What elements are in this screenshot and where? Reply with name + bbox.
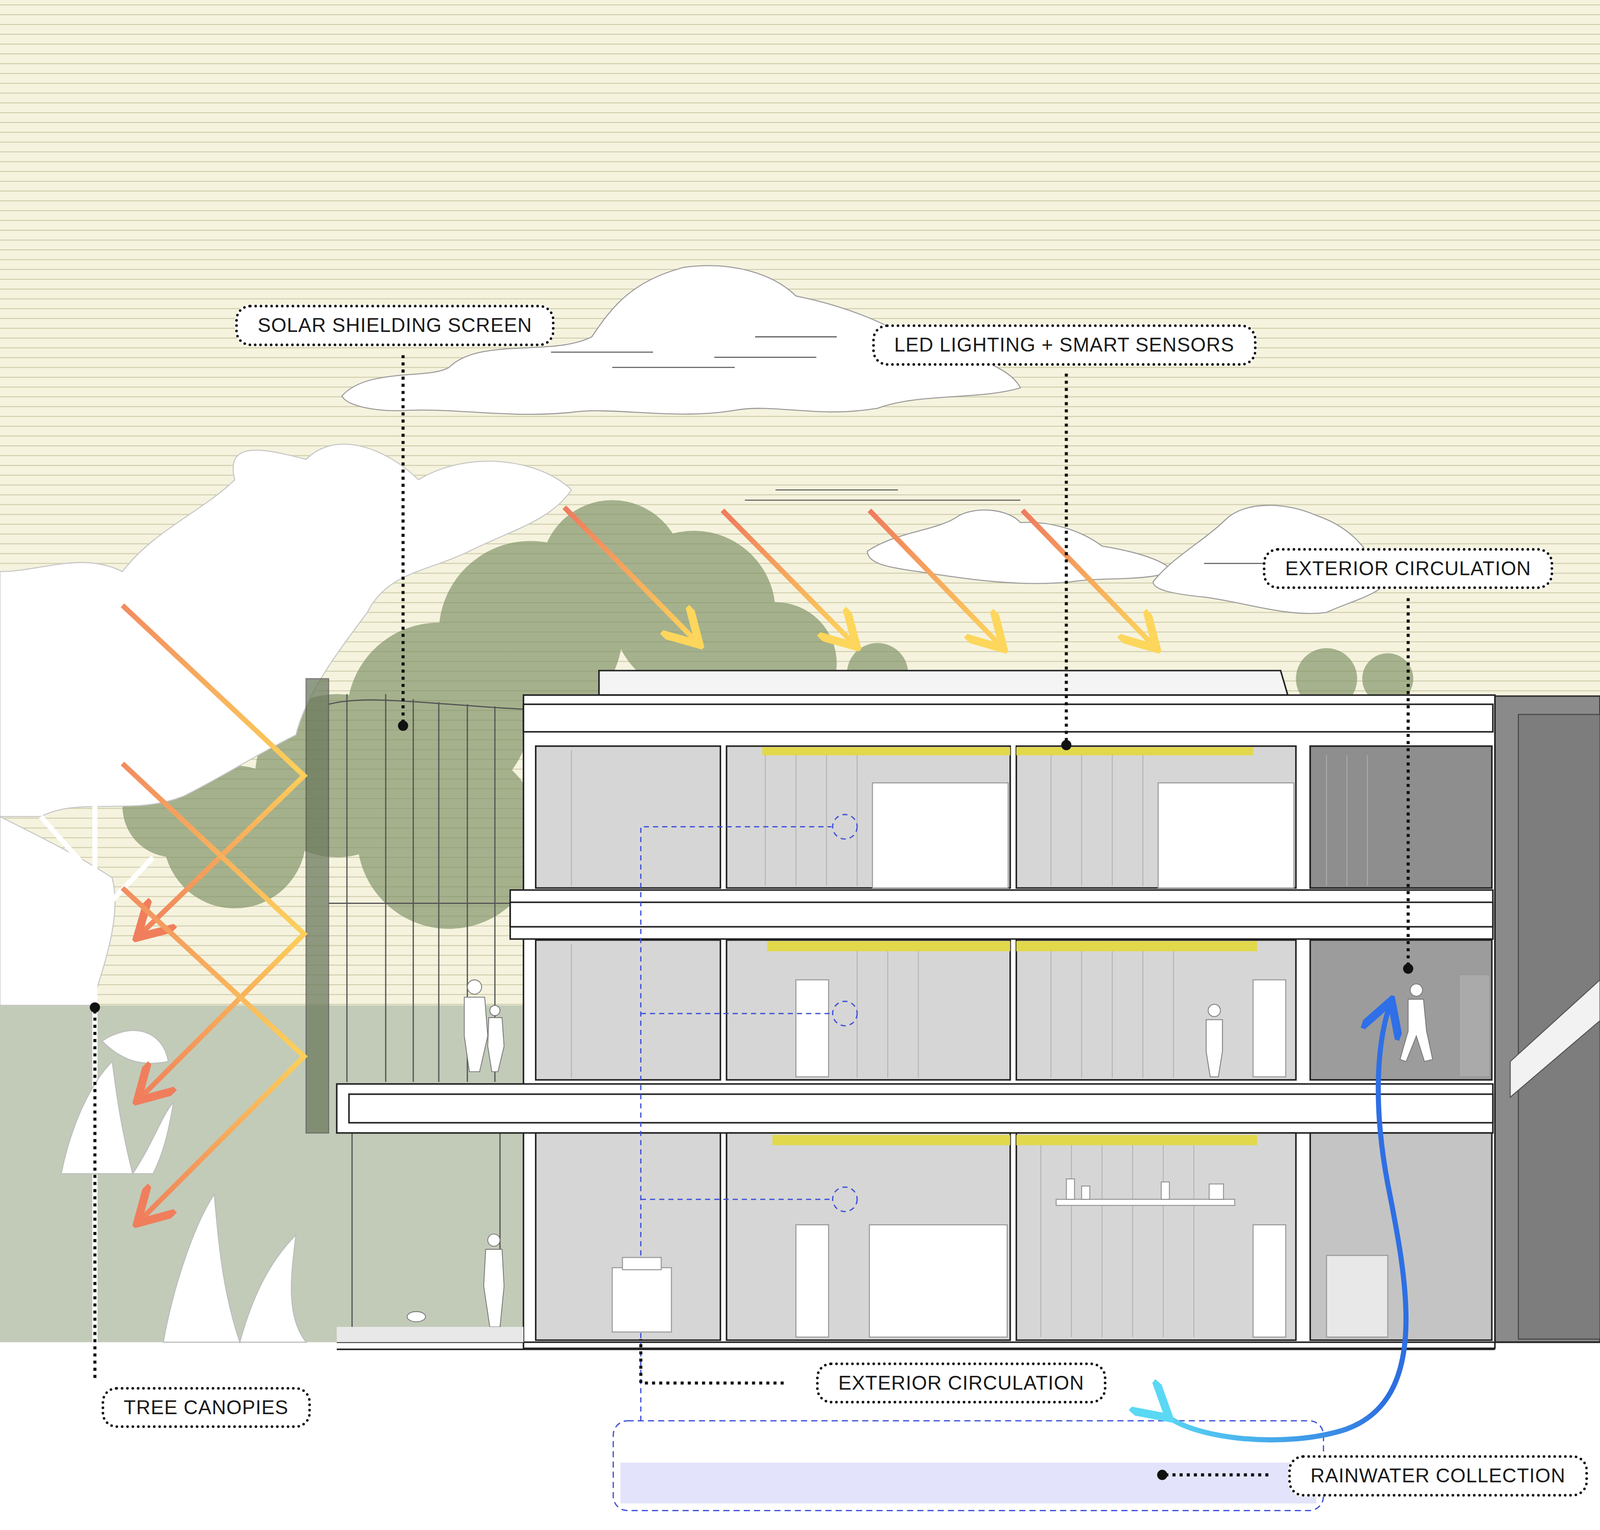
callout-label: SOLAR SHIELDING SCREEN — [235, 304, 555, 347]
callout-label: EXTERIOR CIRCULATION — [816, 1362, 1107, 1404]
label-text: RAINWATER COLLECTION — [1310, 1463, 1566, 1488]
label-text: SOLAR SHIELDING SCREEN — [257, 313, 532, 338]
callout-label: EXTERIOR CIRCULATION — [1262, 547, 1554, 590]
label-text: EXTERIOR CIRCULATION — [1285, 556, 1531, 581]
callout-label: RAINWATER COLLECTION — [1288, 1454, 1588, 1497]
label-text: EXTERIOR CIRCULATION — [838, 1371, 1085, 1395]
callout-label: LED LIGHTING + SMART SENSORS — [872, 324, 1258, 366]
label-text: LED LIGHTING + SMART SENSORS — [894, 333, 1235, 357]
callout-label: TREE CANOPIES — [101, 1386, 311, 1429]
label-text: TREE CANOPIES — [123, 1395, 289, 1420]
